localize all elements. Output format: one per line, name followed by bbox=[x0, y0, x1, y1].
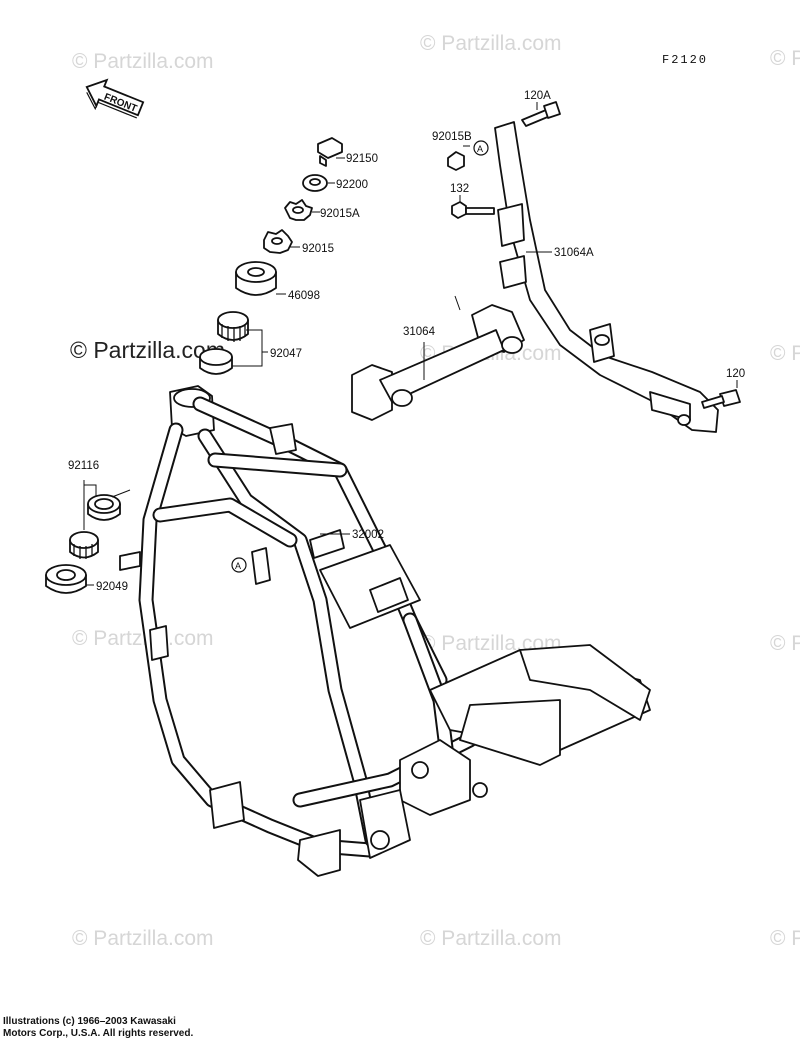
callout-92049: 92049 bbox=[96, 581, 128, 593]
svg-text:A: A bbox=[477, 144, 483, 154]
callout-92116: 92116 bbox=[68, 460, 99, 472]
callout-92015A: 92015A bbox=[320, 208, 360, 220]
seal-92049 bbox=[45, 564, 87, 594]
figure-code: F2120 bbox=[662, 53, 708, 67]
watermark: © Partzilla.com bbox=[770, 342, 800, 365]
callout-31064A: 31064A bbox=[554, 247, 594, 259]
callout-46098: 46098 bbox=[288, 290, 320, 302]
race-92116 bbox=[87, 494, 121, 521]
callout-120: 120 bbox=[726, 368, 745, 380]
watermark: © Partzilla.com bbox=[420, 32, 562, 55]
leader-lines bbox=[83, 102, 738, 586]
copyright-notice: Illustrations (c) 1966–2003 Kawasaki Mot… bbox=[3, 1016, 263, 1040]
washer-92200 bbox=[302, 174, 328, 192]
crossmember-31064 bbox=[351, 304, 525, 421]
race-92047-lower bbox=[199, 348, 233, 375]
front-arrow-icon: FRONT bbox=[85, 78, 145, 119]
bolt-132 bbox=[451, 201, 495, 219]
ref-marker-a: A bbox=[231, 557, 247, 573]
nut-92015 bbox=[263, 229, 293, 254]
callout-92200: 92200 bbox=[336, 179, 368, 191]
frame-32002 bbox=[119, 385, 651, 877]
dust-seal-46098 bbox=[235, 261, 277, 296]
bolt-120 bbox=[701, 389, 741, 409]
watermark: © Partzilla.com bbox=[420, 927, 562, 950]
bolt-92150 bbox=[317, 137, 343, 167]
bearing-92047-upper bbox=[217, 311, 249, 342]
callout-92015B: 92015B bbox=[432, 131, 472, 143]
nut-92015A bbox=[284, 199, 313, 221]
bolt-120A bbox=[521, 101, 561, 127]
watermark: © Partzilla.com bbox=[770, 632, 800, 655]
callout-32002: 32002 bbox=[352, 529, 384, 541]
svg-text:A: A bbox=[235, 561, 241, 571]
watermark: © Partzilla.com bbox=[72, 627, 214, 650]
callout-92047: 92047 bbox=[270, 348, 302, 360]
callout-92015: 92015 bbox=[302, 243, 334, 255]
copyright-line-2: Motors Corp., U.S.A. All rights reserved… bbox=[3, 1028, 194, 1039]
callouts: 92150 92200 92015A 92015 46098 92047 921… bbox=[68, 90, 745, 593]
copyright-line-1: Illustrations (c) 1966–2003 Kawasaki bbox=[3, 1016, 176, 1027]
callout-31064: 31064 bbox=[403, 326, 436, 338]
callout-120A: 120A bbox=[524, 90, 551, 102]
bearing-92116 bbox=[69, 531, 99, 559]
nut-92015B bbox=[447, 151, 465, 171]
watermark: © Partzilla.com bbox=[770, 47, 800, 70]
callout-132: 132 bbox=[450, 183, 469, 195]
callout-92150: 92150 bbox=[346, 153, 378, 165]
watermark: © Partzilla.com bbox=[770, 927, 800, 950]
bracket-31064A bbox=[494, 121, 719, 433]
watermark: © Partzilla.com bbox=[72, 50, 214, 73]
ref-marker-a: A bbox=[473, 140, 489, 156]
watermark: © Partzilla.com bbox=[72, 927, 214, 950]
